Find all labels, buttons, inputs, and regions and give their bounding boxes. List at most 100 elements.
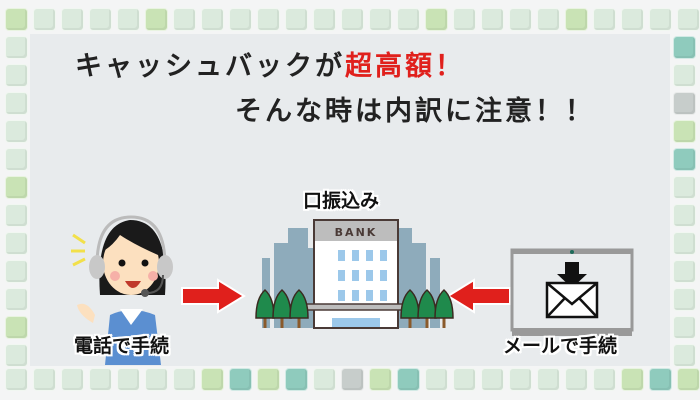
border-tile (229, 368, 252, 391)
border-tile (5, 344, 28, 367)
border-tile (5, 204, 28, 227)
border-tile (565, 8, 588, 31)
tree-icon (272, 288, 292, 328)
border-tile (673, 316, 696, 339)
bank-sign: BANK (335, 226, 378, 239)
border-tile (509, 8, 532, 31)
border-tile (537, 8, 560, 31)
tree-icon (417, 288, 437, 328)
border-tile (5, 92, 28, 115)
bank-window (380, 250, 387, 261)
tree-icon (255, 288, 275, 328)
headline-line-1: キャッシュバックが超高額！ (75, 44, 465, 83)
border-tile (425, 368, 448, 391)
border-tile (453, 368, 476, 391)
border-tile (369, 368, 392, 391)
border-tile (649, 368, 672, 391)
border-tile (33, 8, 56, 31)
border-tile (285, 8, 308, 31)
border-tile (621, 8, 644, 31)
border-tile (89, 368, 112, 391)
border-tile (677, 368, 700, 391)
bank-window (338, 290, 345, 301)
border-tile (201, 368, 224, 391)
bank-window (338, 270, 345, 281)
headline-line-2: そんな時は内訳に注意！！ (235, 96, 595, 127)
border-tile (673, 64, 696, 87)
tree-group-left (255, 288, 309, 328)
border-tile (593, 368, 616, 391)
border-tile (673, 344, 696, 367)
border-tile (397, 368, 420, 391)
border-tile (61, 8, 84, 31)
border-tile (341, 8, 364, 31)
border-tile (313, 8, 336, 31)
border-tile (341, 368, 364, 391)
border-tile (565, 368, 588, 391)
bank-window (380, 270, 387, 281)
bank-window (380, 290, 387, 301)
border-tile (593, 8, 616, 31)
bank-building-illustration: BANK (255, 219, 454, 329)
bank-transfer-caption: 口振込み (303, 190, 380, 212)
border-tile (397, 8, 420, 31)
border-tile (5, 36, 28, 59)
border-tile (5, 120, 28, 143)
border-tile (425, 8, 448, 31)
tree-icon (400, 288, 420, 328)
bank-window (352, 270, 359, 281)
mail-procedure-caption: メールで手続 (503, 335, 618, 357)
border-tile (369, 8, 392, 31)
tree-icon (289, 288, 309, 328)
border-tile (117, 368, 140, 391)
bank-window (338, 250, 345, 261)
border-tile (5, 64, 28, 87)
border-tile (145, 8, 168, 31)
tree-icon (434, 288, 454, 328)
border-tile (173, 8, 196, 31)
border-tile (673, 148, 696, 171)
bank-window (366, 290, 373, 301)
border-tile (5, 368, 28, 391)
mail-download-icon (545, 262, 599, 319)
arrow-right-icon (181, 278, 246, 314)
border-tile (481, 368, 504, 391)
border-tile (33, 368, 56, 391)
border-tile (673, 176, 696, 199)
border-tile (673, 204, 696, 227)
border-tile (173, 368, 196, 391)
laptop-mail-illustration (510, 248, 634, 336)
phone-procedure-caption: 電話で手続 (74, 335, 170, 357)
border-tile (5, 288, 28, 311)
border-tile (673, 232, 696, 255)
border-tile (673, 36, 696, 59)
border-tile (673, 288, 696, 311)
headline-emphasis: 超高額！ (345, 51, 465, 82)
border-tile (89, 8, 112, 31)
border-tile (481, 8, 504, 31)
bank-window (352, 290, 359, 301)
border-tile (313, 368, 336, 391)
border-tile (5, 232, 28, 255)
border-tile (257, 368, 280, 391)
tree-group-right (400, 288, 454, 328)
border-tile (5, 176, 28, 199)
border-tile (145, 368, 168, 391)
border-tile (5, 8, 28, 31)
border-tile (673, 120, 696, 143)
sound-lines-icon (71, 233, 86, 267)
headline-prefix: キャッシュバックが (75, 51, 345, 82)
border-tile (257, 8, 280, 31)
border-tile (285, 368, 308, 391)
bank-window (366, 250, 373, 261)
border-tile (677, 8, 700, 31)
border-tile (673, 92, 696, 115)
arrow-left-icon (446, 278, 511, 314)
border-tile (201, 8, 224, 31)
border-tile (453, 8, 476, 31)
border-tile (5, 316, 28, 339)
border-tile (649, 8, 672, 31)
border-tile (229, 8, 252, 31)
border-tile (621, 368, 644, 391)
